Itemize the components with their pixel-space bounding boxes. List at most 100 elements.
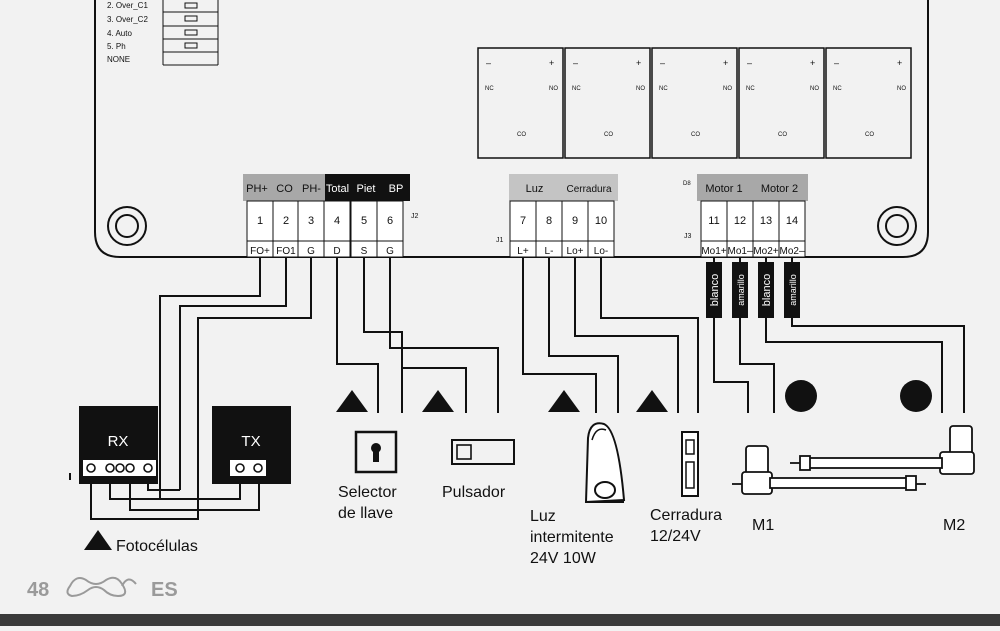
terminal-number: 11 bbox=[708, 215, 719, 227]
terminal-signal-label: S bbox=[361, 246, 368, 257]
terminal-block bbox=[509, 200, 537, 242]
wire-pulsador-bp bbox=[389, 258, 499, 413]
header-label: Piet bbox=[357, 183, 376, 195]
header-box bbox=[350, 174, 382, 201]
terminal-subcell bbox=[376, 240, 404, 258]
terminal-number: 12 bbox=[734, 215, 746, 227]
wire-tag-box bbox=[706, 262, 722, 318]
indicator-triangles bbox=[84, 390, 668, 550]
header-label: Motor 2 bbox=[761, 183, 798, 195]
connector-j3-label: J3 bbox=[684, 233, 692, 240]
dip-switch-block: 2. Over_C1 3. Over_C2 4. Auto 5. Ph NONE bbox=[107, 0, 219, 66]
terminal-block bbox=[323, 200, 351, 242]
wire-luz-plus bbox=[522, 258, 597, 413]
header-label: BP bbox=[389, 183, 404, 195]
terminal-signal-label: D bbox=[333, 246, 340, 257]
flashing-light-icon bbox=[584, 422, 626, 504]
relay-4 bbox=[738, 47, 825, 159]
relay-minus-label: – bbox=[660, 58, 665, 68]
header-label: CO bbox=[276, 183, 293, 195]
wire-selector-total bbox=[336, 258, 379, 413]
wire-selector-piet bbox=[363, 258, 403, 413]
header-label: Luz bbox=[526, 183, 544, 195]
terminal-signal-label: FO+ bbox=[250, 246, 270, 257]
terminal-strip: 1FO+2FO13G4D5S6G7L+8L-9Lo+10Lo-11Mo1+12M… bbox=[246, 200, 806, 258]
dip-switch-label: 3. Over_C2 bbox=[107, 15, 148, 24]
wire-motor1-blanco bbox=[713, 318, 749, 413]
cerradura-label-line1: Cerradura bbox=[650, 507, 722, 524]
terminal-signal-label: Lo- bbox=[594, 246, 608, 257]
terminal-block bbox=[376, 200, 404, 242]
header-label: PH- bbox=[302, 183, 321, 195]
terminal-signal-label: Mo1+ bbox=[701, 246, 726, 257]
terminal-signal-label: L+ bbox=[517, 246, 529, 257]
relay-co-label: CO bbox=[778, 132, 787, 138]
terminal-number: 3 bbox=[308, 215, 314, 227]
luz-label-line2: intermitente bbox=[530, 529, 614, 546]
fotocelulas-label: Fotocélulas bbox=[116, 538, 198, 555]
motor1-dot-icon bbox=[785, 380, 817, 412]
relay-bank: – + NC NO CO – + NC NO CO – + NC NO CO –… bbox=[477, 47, 912, 159]
language-code: ES bbox=[151, 579, 178, 601]
wire-cerradura-minus bbox=[600, 258, 699, 413]
terminal-number: 10 bbox=[595, 215, 607, 227]
relay-plus-label: + bbox=[810, 58, 815, 68]
terminal-block bbox=[778, 200, 806, 242]
terminal-number: 5 bbox=[361, 215, 367, 227]
header-box bbox=[382, 174, 410, 201]
connector-j2-label: J2 bbox=[411, 213, 419, 220]
header-label: Total bbox=[326, 183, 349, 195]
motor-m1-actuator-icon bbox=[732, 445, 926, 495]
relay-minus-label: – bbox=[573, 58, 578, 68]
relay-plus-label: + bbox=[723, 58, 728, 68]
relay-3 bbox=[651, 47, 738, 159]
connector-j1-label: J1 bbox=[496, 237, 504, 244]
terminal-number: 1 bbox=[257, 215, 263, 227]
terminal-signal-label: G bbox=[386, 246, 394, 257]
triangle-icon bbox=[548, 390, 580, 412]
relay-minus-label: – bbox=[486, 58, 491, 68]
pushbutton-icon bbox=[451, 439, 515, 465]
relay-nc-label: NC bbox=[746, 86, 755, 92]
wire-color-label: blanco bbox=[709, 274, 721, 306]
tx-label: TX bbox=[241, 433, 260, 450]
mounting-hole-left bbox=[107, 206, 147, 246]
wire-rx-tx-signal bbox=[129, 473, 260, 511]
wire-pulsador-common bbox=[402, 367, 467, 413]
wire-luz-minus bbox=[548, 258, 619, 413]
bottom-bar bbox=[0, 614, 1000, 626]
wire-fo1 bbox=[179, 258, 287, 490]
relay-co-label: CO bbox=[865, 132, 874, 138]
triangle-icon bbox=[336, 390, 368, 412]
header-box bbox=[751, 174, 808, 201]
relay-5 bbox=[825, 47, 912, 159]
connector-d8-label: D8 bbox=[683, 181, 691, 187]
terminal-number: 6 bbox=[387, 215, 393, 227]
relay-co-label: CO bbox=[604, 132, 613, 138]
electric-lock-icon bbox=[681, 431, 699, 497]
header-box bbox=[697, 174, 751, 201]
dip-switch-toggle bbox=[184, 42, 198, 49]
mounting-hole-right bbox=[877, 206, 917, 246]
wire-color-label: amarillo bbox=[788, 274, 798, 306]
wire-fo-plus bbox=[159, 258, 261, 500]
terminal-number: 4 bbox=[334, 215, 340, 227]
terminal-number: 2 bbox=[283, 215, 289, 227]
dip-switch-label: NONE bbox=[107, 55, 130, 64]
terminal-signal-label: Lo+ bbox=[567, 246, 584, 257]
header-label: Cerradura bbox=[566, 184, 611, 195]
cerradura-label-line2: 12/24V bbox=[650, 528, 701, 545]
relay-nc-label: NC bbox=[572, 86, 581, 92]
motor-m2-actuator-icon bbox=[790, 425, 975, 475]
terminal-number: 8 bbox=[546, 215, 552, 227]
relay-1 bbox=[477, 47, 564, 159]
m1-label: M1 bbox=[752, 517, 774, 534]
relay-no-label: NO bbox=[897, 86, 906, 92]
wire-color-label: blanco bbox=[761, 274, 773, 306]
wire-rx-tx-common bbox=[109, 473, 241, 500]
